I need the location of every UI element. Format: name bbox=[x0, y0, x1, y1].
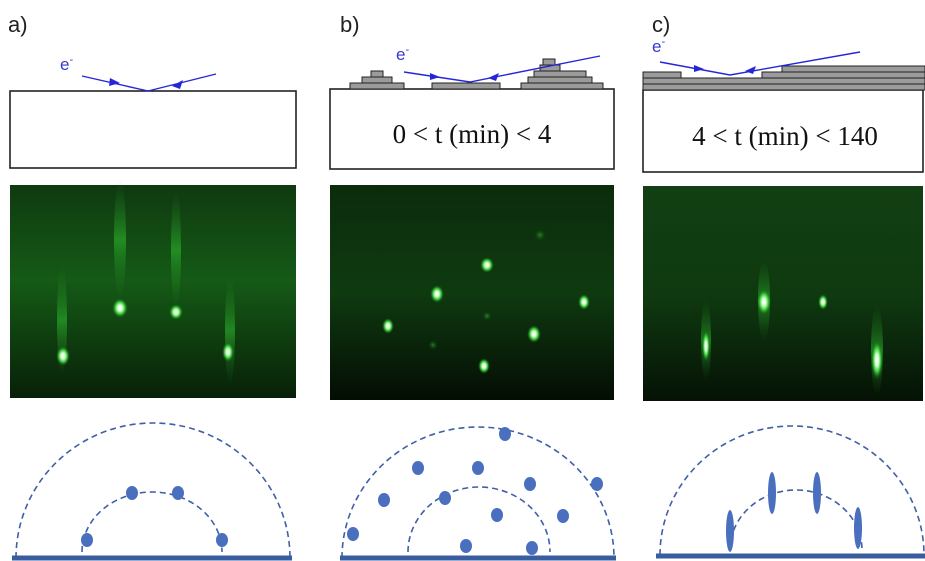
diffraction-spot bbox=[112, 298, 128, 318]
reciprocal-streak bbox=[854, 507, 862, 549]
reciprocal-streak bbox=[768, 472, 776, 514]
beam-arrow-icon bbox=[430, 73, 440, 80]
reciprocal-spot bbox=[526, 541, 538, 555]
beam-arrow-icon bbox=[488, 73, 499, 81]
reciprocal-schematic-a bbox=[12, 422, 292, 561]
panel-label-c: c) bbox=[652, 12, 670, 37]
reciprocal-spot bbox=[126, 486, 138, 500]
rheed-pattern-b bbox=[330, 185, 614, 400]
substrate bbox=[642, 89, 924, 173]
diffraction-spot bbox=[757, 289, 771, 315]
reciprocal-spot bbox=[591, 477, 603, 491]
diffraction-spot bbox=[818, 294, 828, 310]
electron-label: e- bbox=[396, 44, 409, 64]
inner-arc bbox=[729, 489, 863, 551]
reciprocal-spot bbox=[491, 508, 503, 522]
panel-label-a: a) bbox=[8, 12, 28, 37]
diffraction-spot bbox=[871, 340, 883, 380]
rheed-pattern-c bbox=[643, 186, 923, 401]
electron-label: e- bbox=[652, 36, 665, 56]
substrate bbox=[329, 88, 615, 170]
diffraction-spot bbox=[702, 330, 710, 362]
diffraction-spot bbox=[578, 294, 590, 310]
reciprocal-spot bbox=[472, 461, 484, 475]
inner-arc bbox=[81, 491, 223, 553]
diffraction-spot bbox=[430, 285, 444, 303]
reciprocal-spot bbox=[347, 527, 359, 541]
panel-c: c) e- 4 < t (min) < 140 bbox=[642, 12, 925, 559]
reciprocal-schematic-b bbox=[340, 426, 616, 561]
beam-path bbox=[403, 55, 601, 83]
beam-arrow-icon bbox=[694, 65, 704, 72]
diffraction-spot bbox=[527, 325, 541, 343]
reciprocal-spot bbox=[81, 533, 93, 547]
outer-arc bbox=[341, 426, 615, 559]
reciprocal-spot bbox=[524, 477, 536, 491]
panel-c-schematic: e- 4 < t (min) < 140 bbox=[642, 36, 925, 173]
panel-a-schematic: e- bbox=[9, 54, 297, 169]
reciprocal-spot bbox=[412, 461, 424, 475]
inner-arc bbox=[407, 486, 551, 553]
reciprocal-spot bbox=[439, 491, 451, 505]
reciprocal-spot bbox=[216, 533, 228, 547]
panel-b: b) e- 0 < t (min) < 4 bbox=[329, 12, 616, 561]
beam-arrow-icon bbox=[172, 80, 183, 89]
growth-time-label: 4 < t (min) < 140 bbox=[692, 121, 878, 151]
diffraction-spot bbox=[480, 257, 494, 273]
diffraction-spot bbox=[169, 304, 183, 320]
rheed-pattern-a bbox=[10, 180, 296, 398]
reciprocal-streak bbox=[813, 472, 821, 514]
beam-arrow-icon bbox=[745, 66, 756, 74]
reciprocal-spot bbox=[172, 486, 184, 500]
panel-a: a) e- bbox=[8, 12, 297, 561]
panel-label-b: b) bbox=[340, 12, 360, 37]
outer-arc bbox=[659, 425, 925, 556]
panel-b-schematic: e- 0 < t (min) < 4 bbox=[329, 44, 615, 170]
reciprocal-streak bbox=[726, 510, 734, 552]
beam-arrow-icon bbox=[109, 78, 120, 86]
diffraction-spot bbox=[478, 358, 490, 374]
reciprocal-spot bbox=[557, 509, 569, 523]
diffraction-spot bbox=[382, 318, 394, 334]
diffraction-spot bbox=[222, 342, 234, 362]
substrate bbox=[9, 90, 297, 169]
reciprocal-spot bbox=[499, 427, 511, 441]
beam-path bbox=[659, 51, 861, 76]
outer-arc bbox=[15, 422, 291, 559]
electron-label: e- bbox=[60, 54, 73, 74]
diffraction-spot bbox=[56, 346, 70, 366]
reciprocal-schematic-c bbox=[656, 425, 925, 559]
reciprocal-spot bbox=[378, 493, 390, 507]
reciprocal-spot bbox=[460, 539, 472, 553]
growth-time-label: 0 < t (min) < 4 bbox=[393, 119, 552, 149]
